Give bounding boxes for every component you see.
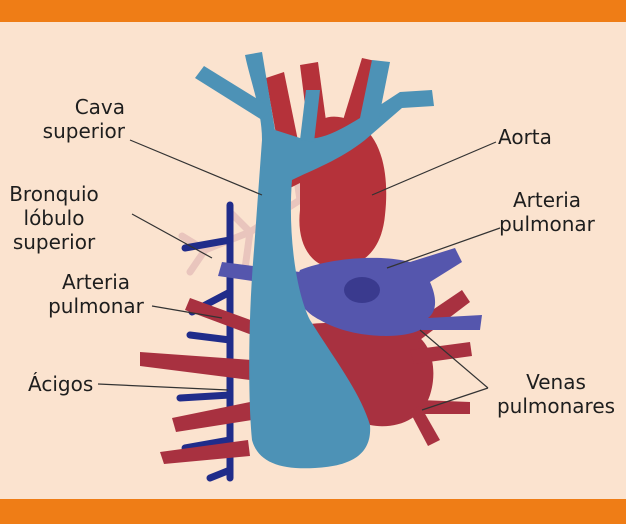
leader-venas-lower <box>421 387 489 411</box>
bottom-band <box>0 499 626 524</box>
label-arteria-pulmonar-left: Arteria pulmonar <box>38 270 154 318</box>
label-cava-superior: Cava superior <box>10 95 125 143</box>
label-line: pulmonar <box>48 294 144 318</box>
label-line: lóbulo <box>23 206 85 230</box>
leader-arteria-pulmonar-left <box>151 305 223 319</box>
label-bronquio: Bronquio lóbulo superior <box>0 182 108 254</box>
label-arteria-pulmonar-right: Arteria pulmonar <box>488 188 606 236</box>
label-line: Cava <box>74 95 125 119</box>
label-acigos: Ácigos <box>28 372 94 396</box>
label-line: superior <box>12 230 96 254</box>
leader-lines <box>97 139 501 411</box>
label-aorta: Aorta <box>498 125 552 149</box>
label-line: superior <box>42 119 125 143</box>
leader-acigos <box>97 383 229 391</box>
label-line: pulmonar <box>499 212 595 236</box>
label-line: Bronquio <box>9 182 99 206</box>
label-line: Arteria <box>61 270 131 294</box>
top-band <box>0 0 626 22</box>
leader-bronquio <box>131 213 213 259</box>
label-line: Arteria <box>512 188 582 212</box>
label-line: Venas <box>526 370 586 394</box>
label-line: pulmonares <box>496 394 616 418</box>
superior-vena-cava <box>195 52 434 469</box>
leader-cava-superior <box>129 139 263 196</box>
leader-venas-upper <box>419 329 489 389</box>
leader-arteria-pulmonar-right <box>386 227 501 269</box>
label-venas-pulmonares: Venas pulmonares <box>490 370 622 418</box>
leader-aorta <box>371 141 497 196</box>
